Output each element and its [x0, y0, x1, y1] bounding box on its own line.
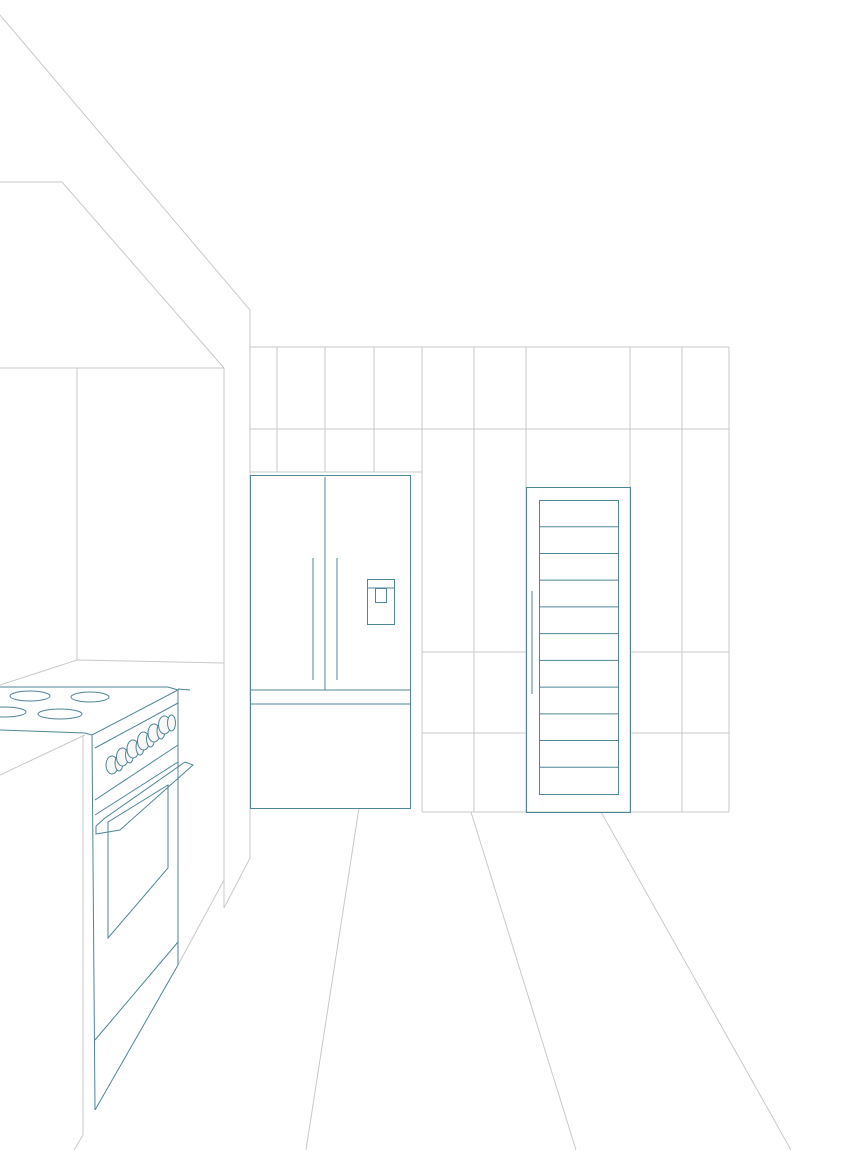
wall-edge: [0, 14, 251, 909]
range-oven: [0, 686, 194, 1111]
wine-cabinet-glass: [539, 500, 619, 795]
countertop-back: [0, 659, 225, 686]
wine-cabinet-frame: [526, 487, 631, 813]
burner: [37, 708, 83, 720]
burner: [9, 690, 51, 702]
burner: [70, 691, 110, 703]
wall-panels: [250, 346, 730, 813]
refrigerator: [250, 475, 411, 809]
oven-handle: [95, 761, 194, 835]
floor-lines: [305, 807, 792, 1150]
burner: [0, 706, 27, 718]
oven-window: [107, 784, 169, 940]
wine-cabinet: [526, 487, 631, 813]
room-structure: [0, 14, 251, 1150]
oven-knob[interactable]: [158, 714, 176, 735]
range-hood: [0, 181, 225, 369]
water-dispenser: [367, 579, 395, 625]
counter-side: [0, 734, 86, 776]
